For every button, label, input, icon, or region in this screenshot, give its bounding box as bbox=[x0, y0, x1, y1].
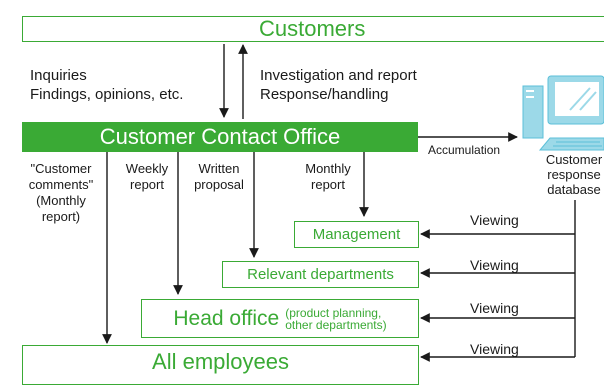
head-office-box: Head office (product planning, other dep… bbox=[141, 299, 419, 338]
weekly-line2: report bbox=[130, 177, 164, 192]
comments-line4: report) bbox=[41, 209, 81, 224]
relevant-departments-box: Relevant departments bbox=[222, 261, 419, 288]
database-line3: database bbox=[547, 182, 601, 197]
head-office-sub2: other departments) bbox=[285, 317, 387, 332]
viewing-label-relevant: Viewing bbox=[470, 257, 519, 273]
comments-line3: (Monthly bbox=[36, 193, 86, 208]
management-text: Management bbox=[312, 226, 401, 243]
office-title: Customer Contact Office bbox=[99, 124, 341, 149]
findings-text: Findings, opinions, etc. bbox=[30, 86, 184, 103]
all-employees-box: All employees bbox=[22, 345, 419, 385]
comments-line2: comments" bbox=[28, 177, 94, 192]
written-line2: proposal bbox=[194, 177, 244, 192]
comments-line1: "Customer bbox=[30, 161, 92, 176]
investigation-text: Investigation and report bbox=[260, 67, 417, 84]
database-line1: Customer bbox=[545, 152, 603, 167]
customer-to-office-label: Inquiries Findings, opinions, etc. bbox=[30, 66, 183, 104]
customers-box: Customers bbox=[22, 16, 604, 42]
head-office-sub: (product planning, other departments) bbox=[285, 307, 386, 331]
head-office-sub1: (product planning, bbox=[285, 305, 382, 320]
accumulation-label: Accumulation bbox=[428, 143, 501, 157]
all-employees-text: All employees bbox=[152, 349, 289, 374]
computer-icon bbox=[522, 75, 604, 151]
flow-arrows bbox=[102, 44, 604, 362]
database-label: Customer response database bbox=[534, 152, 604, 197]
customer-contact-office-box: Customer Contact Office bbox=[22, 122, 418, 152]
weekly-line1: Weekly bbox=[125, 161, 169, 176]
monthly-label: Monthly report bbox=[296, 161, 360, 193]
response-text: Response/handling bbox=[260, 86, 389, 103]
weekly-label: Weekly report bbox=[118, 161, 176, 193]
written-line1: Written bbox=[198, 161, 240, 176]
management-box: Management bbox=[294, 221, 419, 248]
relevant-departments-text: Relevant departments bbox=[247, 266, 394, 283]
database-line2: response bbox=[547, 167, 601, 182]
viewing-label-all: Viewing bbox=[470, 341, 519, 357]
viewing-label-head-office: Viewing bbox=[470, 300, 519, 316]
written-label: Written proposal bbox=[186, 161, 252, 193]
office-to-customer-label: Investigation and report Response/handli… bbox=[260, 66, 417, 104]
monthly-line2: report bbox=[311, 177, 345, 192]
inquiries-text: Inquiries bbox=[30, 67, 87, 84]
customers-title: Customers bbox=[259, 16, 366, 41]
monthly-line1: Monthly bbox=[305, 161, 351, 176]
viewing-label-management: Viewing bbox=[470, 212, 519, 228]
comments-label: "Customer comments" (Monthly report) bbox=[22, 161, 100, 225]
head-office-text: Head office bbox=[173, 306, 280, 330]
